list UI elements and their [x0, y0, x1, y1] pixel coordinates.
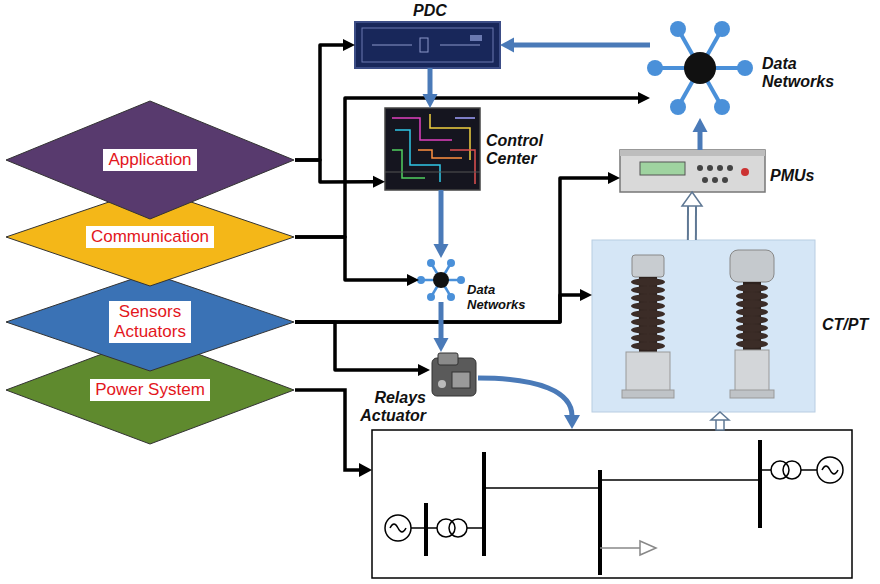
connector	[295, 92, 650, 237]
control-center: Control Center	[385, 108, 480, 190]
label-anchor: PMUs	[770, 167, 814, 185]
layer-diamond: Application	[5, 100, 295, 220]
label-anchor: Data Networks	[762, 55, 834, 92]
network-node: Data Networks	[650, 18, 750, 118]
relay-device	[432, 353, 476, 396]
connector	[433, 302, 448, 352]
connector-line	[428, 68, 433, 94]
pdc-device	[355, 22, 500, 68]
connector-line	[295, 295, 580, 322]
device-label: Relays Actuator	[360, 389, 426, 426]
arrow-head	[682, 192, 702, 206]
layer-label: Communication	[86, 226, 214, 248]
arrow-head	[693, 118, 708, 132]
arrow-head	[500, 38, 514, 53]
arrow-head	[373, 176, 385, 188]
device-label: Data Networks	[467, 283, 526, 313]
connector	[295, 172, 620, 322]
arrow-head	[608, 172, 620, 184]
control-center-screen	[385, 108, 480, 190]
pdc-device: PDC	[355, 22, 500, 68]
connector	[423, 68, 438, 108]
arrow-head	[580, 289, 592, 301]
connector-line	[295, 45, 343, 160]
connector-line	[295, 237, 407, 280]
connector	[693, 118, 708, 150]
device-label: Control Center	[486, 132, 543, 169]
label-anchor: Relays Actuator	[360, 389, 426, 426]
connector-line	[514, 43, 650, 48]
arrow-head	[418, 364, 430, 376]
arrow-head	[407, 274, 419, 286]
connector	[295, 160, 385, 188]
layer-label: Sensors Actuators	[109, 301, 191, 344]
connector-line	[295, 98, 638, 237]
label-anchor: Control Center	[486, 132, 543, 169]
arrow-head	[433, 338, 448, 352]
device-label: CT/PT	[822, 316, 868, 334]
pmu-device	[620, 150, 765, 192]
diamond-outline	[6, 188, 294, 286]
device-label: Data Networks	[762, 55, 834, 92]
label-anchor: CT/PT	[822, 316, 868, 334]
connector-line	[295, 322, 418, 370]
network-icon-small	[417, 259, 465, 301]
connector-line	[295, 178, 608, 322]
connector-line	[687, 206, 697, 240]
connector-line	[439, 190, 444, 244]
connector-line-inner	[689, 206, 695, 240]
arrow-head	[638, 92, 650, 104]
connector-line	[698, 132, 703, 150]
connector	[500, 38, 650, 53]
connector	[433, 190, 448, 258]
connector	[682, 192, 702, 240]
device-label: PDC	[413, 2, 447, 20]
arrow-head	[423, 94, 438, 108]
pmu-device: PMUs	[620, 150, 765, 192]
diamond-outline	[6, 273, 294, 371]
power-system-box	[372, 412, 852, 578]
diamond-outline	[6, 336, 294, 444]
label-anchor: PDC	[413, 2, 447, 20]
connector-line	[439, 302, 444, 338]
device-label: PMUs	[770, 167, 814, 185]
label-anchor: Data Networks	[467, 283, 526, 313]
diamond-outline	[6, 101, 294, 219]
connector	[295, 322, 430, 376]
arrow-head	[433, 244, 448, 258]
relay-device: Relays Actuator	[430, 352, 478, 400]
layer-diamond: Sensors Actuators	[5, 272, 295, 372]
layer-label: Power System	[90, 379, 210, 401]
connector-line	[295, 160, 373, 182]
network-icon	[647, 21, 753, 115]
layer-label: Application	[103, 149, 196, 171]
ct-pt-panel	[592, 240, 815, 412]
connector	[295, 237, 419, 286]
arrow-head	[343, 39, 355, 51]
ct-pt-panel: CT/PT	[592, 240, 815, 412]
network-node: Data Networks	[419, 258, 463, 302]
